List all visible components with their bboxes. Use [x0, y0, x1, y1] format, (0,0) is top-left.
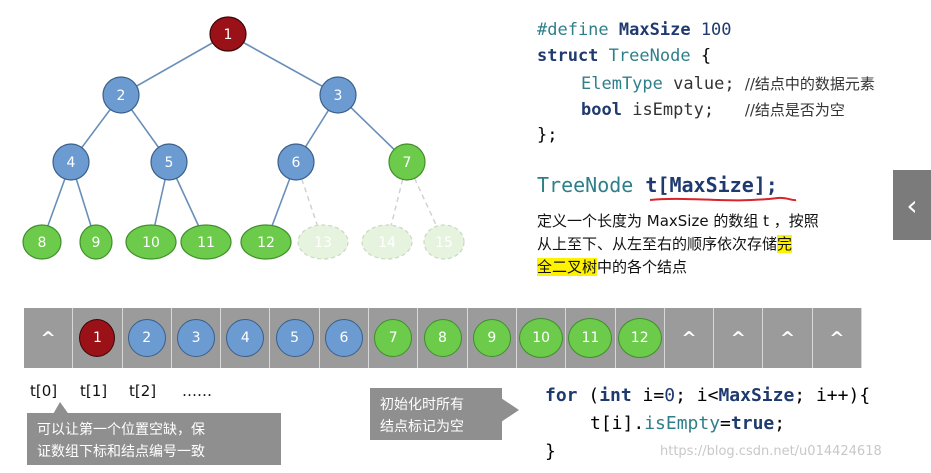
tree-node-label: 9 — [92, 235, 101, 251]
array-cell-7: 7 — [369, 308, 419, 368]
array-node-9: 9 — [472, 319, 511, 357]
array-node-7: 7 — [374, 319, 413, 357]
prev-slide-button[interactable]: ‹ — [893, 170, 931, 240]
index-label: …… — [182, 382, 212, 400]
for-loop-line: for (int i=0; i<MaxSize; i++){ — [545, 385, 871, 406]
array-cell-12: 12 — [615, 308, 665, 368]
struct-line: struct TreeNode { — [537, 46, 712, 66]
array-node-6: 6 — [324, 319, 363, 357]
tree-node-label: 5 — [165, 155, 174, 171]
callout-right: 初始化时所有 结点标记为空 — [370, 388, 502, 440]
array-cell-2: 2 — [122, 308, 172, 368]
chevron-left-icon: ‹ — [906, 188, 918, 222]
field-value-line: ElemType value; //结点中的数据元素 — [581, 74, 875, 94]
array-node-8: 8 — [423, 319, 462, 357]
array-node-12: 12 — [617, 318, 662, 358]
tree-node-11 — [180, 224, 232, 260]
tree-node-label: 11 — [197, 235, 215, 251]
empty-marker: ^ — [730, 327, 746, 349]
array-cell-16: ^ — [812, 308, 863, 368]
tree-node-5 — [150, 143, 188, 181]
callout-right-pointer — [501, 398, 519, 422]
array-cell-4: 4 — [221, 308, 271, 368]
array-cell-10: 10 — [516, 308, 567, 368]
watermark: https://blog.csdn.net/u014424618 — [660, 444, 882, 459]
tree-node-label: 8 — [38, 235, 47, 251]
array-declaration: TreeNode t[MaxSize]; — [537, 173, 778, 197]
tree-node-label: 13 — [314, 235, 332, 251]
tree-node-7 — [388, 143, 426, 181]
callout-left-line-1: 可以让第一个位置空缺，保 — [37, 422, 205, 438]
tree-node-4 — [52, 143, 90, 181]
array-cell-1: 1 — [73, 308, 123, 368]
tree-node-label: 1 — [224, 27, 233, 43]
tree-node-15 — [423, 224, 465, 260]
empty-marker: ^ — [40, 327, 56, 349]
tree-node-3 — [319, 76, 357, 114]
tree-node-label: 15 — [435, 235, 453, 251]
array-node-10: 10 — [519, 318, 564, 358]
array-cell-15: ^ — [763, 308, 813, 368]
tree-node-2 — [102, 76, 140, 114]
empty-marker: ^ — [829, 327, 845, 349]
callout-right-line-1: 初始化时所有 — [380, 397, 464, 413]
loop-end-line: } — [545, 441, 556, 462]
define-line: #define MaxSize 100 — [537, 20, 732, 40]
tree-node-label: 7 — [403, 155, 412, 171]
callout-left: 可以让第一个位置空缺，保 证数组下标和结点编号一致 — [27, 413, 281, 465]
tree-node-label: 14 — [378, 235, 396, 251]
array-node-1: 1 — [79, 319, 116, 357]
tree-node-14 — [361, 224, 413, 260]
array-cell-14: ^ — [714, 308, 764, 368]
array-cell-3: 3 — [171, 308, 222, 368]
tree-node-label: 6 — [292, 155, 301, 171]
array-cell-13: ^ — [664, 308, 715, 368]
loop-body-line: t[i].isEmpty=true; — [590, 413, 786, 434]
tree-node-13 — [297, 224, 349, 260]
empty-marker: ^ — [681, 327, 697, 349]
array-node-3: 3 — [177, 319, 216, 357]
index-label: t[2] — [129, 382, 157, 400]
struct-end-line: }; — [537, 125, 558, 145]
callout-left-pointer — [52, 402, 70, 416]
red-underline — [649, 196, 797, 202]
tree-node-6 — [277, 143, 315, 181]
description-line-2: 从上至下、从左至右的顺序依次存储完 — [537, 235, 793, 253]
tree-node-12 — [240, 224, 292, 260]
tree-node-label: 12 — [257, 235, 275, 251]
tree-edges — [41, 33, 408, 243]
tree-node-10 — [125, 224, 177, 260]
tree-node-label: 10 — [142, 235, 160, 251]
field-isempty-line: bool isEmpty; //结点是否为空 — [581, 100, 845, 120]
array-cell-0: ^ — [24, 308, 74, 368]
array-cell-11: 11 — [566, 308, 616, 368]
array-cell-8: 8 — [418, 308, 468, 368]
array-node-4: 4 — [226, 319, 265, 357]
array-node-5: 5 — [275, 319, 314, 357]
tree-node-label: 3 — [334, 88, 343, 104]
tree-node-9 — [79, 224, 113, 260]
tree-node-label: 4 — [67, 155, 76, 171]
index-label: t[0] — [30, 382, 58, 400]
tree-node-label: 2 — [117, 88, 126, 104]
description-line-1: 定义一个长度为 MaxSize 的数组 t ，按照 — [537, 212, 819, 230]
description-line-3: 全二叉树中的各个结点 — [537, 258, 688, 276]
array-cell-6: 6 — [319, 308, 370, 368]
array-cell-5: 5 — [270, 308, 320, 368]
callout-left-line-2: 证数组下标和结点编号一致 — [37, 444, 205, 460]
array-node-2: 2 — [127, 319, 166, 357]
tree-node-8 — [22, 224, 62, 260]
empty-marker: ^ — [780, 327, 796, 349]
tree-node-1 — [209, 16, 247, 52]
callout-right-line-2: 结点标记为空 — [380, 419, 464, 435]
index-label: t[1] — [80, 382, 108, 400]
array-node-11: 11 — [568, 318, 613, 358]
array-cell-9: 9 — [467, 308, 517, 368]
